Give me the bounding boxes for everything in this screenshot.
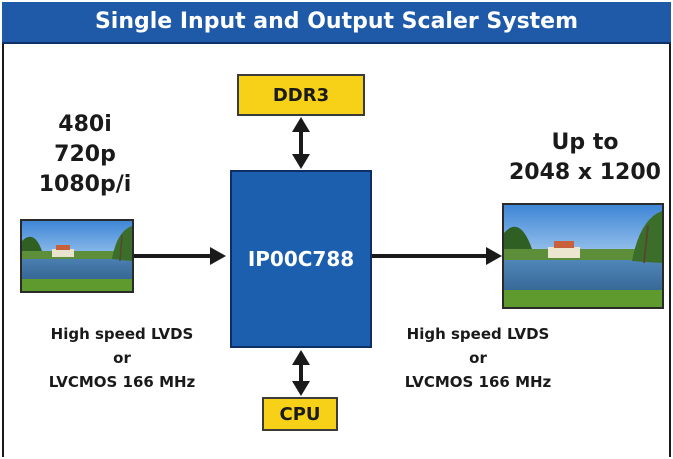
ddr3-bus-arrowhead-down (292, 154, 310, 169)
processor-label: IP00C788 (247, 247, 355, 271)
scaler-processor-block: IP00C788 (230, 170, 372, 348)
ddr3-label: DDR3 (272, 84, 330, 106)
diagram-title: Single Input and Output Scaler System (94, 9, 579, 34)
input-format-1080pi: 1080p/i (38, 172, 132, 197)
output-link-spec: High speed LVDS or LVCMOS 166 MHz (378, 322, 578, 394)
output-link-line-1: High speed LVDS (406, 325, 550, 343)
cpu-box: CPU (262, 397, 338, 431)
cpu-bus-arrowhead-up (292, 350, 310, 365)
output-link-line-3: LVCMOS 166 MHz (404, 373, 552, 391)
output-link-line-2: or (469, 349, 487, 367)
input-format-480i: 480i (58, 112, 112, 137)
input-to-processor-arrowhead (210, 247, 226, 265)
input-formats: 480i 720p 1080p/i (20, 110, 150, 200)
cpu-label: CPU (279, 403, 321, 425)
ddr3-bus-arrowhead-up (292, 117, 310, 132)
output-resolution-value: 2048 x 1200 (509, 160, 661, 185)
cpu-bus-arrowhead-down (292, 381, 310, 396)
input-format-720p: 720p (54, 142, 116, 167)
frame-right-border (669, 2, 671, 457)
input-link-line-1: High speed LVDS (50, 325, 194, 343)
output-resolution-prefix: Up to (551, 130, 619, 155)
frame-left-border (2, 2, 4, 457)
processor-to-output-arrowhead (486, 247, 502, 265)
input-link-spec: High speed LVDS or LVCMOS 166 MHz (22, 322, 222, 394)
ddr3-memory-box: DDR3 (237, 74, 365, 116)
output-video-image (502, 203, 664, 309)
output-resolution: Up to 2048 x 1200 (500, 128, 670, 188)
input-landscape-picture (22, 221, 132, 291)
title-bar: Single Input and Output Scaler System (2, 2, 671, 44)
input-link-line-2: or (113, 349, 131, 367)
input-link-line-3: LVCMOS 166 MHz (48, 373, 196, 391)
input-video-image (20, 219, 134, 293)
output-landscape-picture (504, 205, 662, 307)
